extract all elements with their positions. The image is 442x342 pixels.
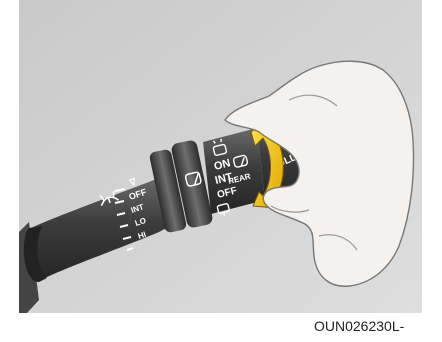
figure-code: OUN026230L-	[314, 318, 404, 334]
wiper-stalk-illustration: ∇ OFF INT LO HI ON INT OFF	[19, 0, 422, 313]
